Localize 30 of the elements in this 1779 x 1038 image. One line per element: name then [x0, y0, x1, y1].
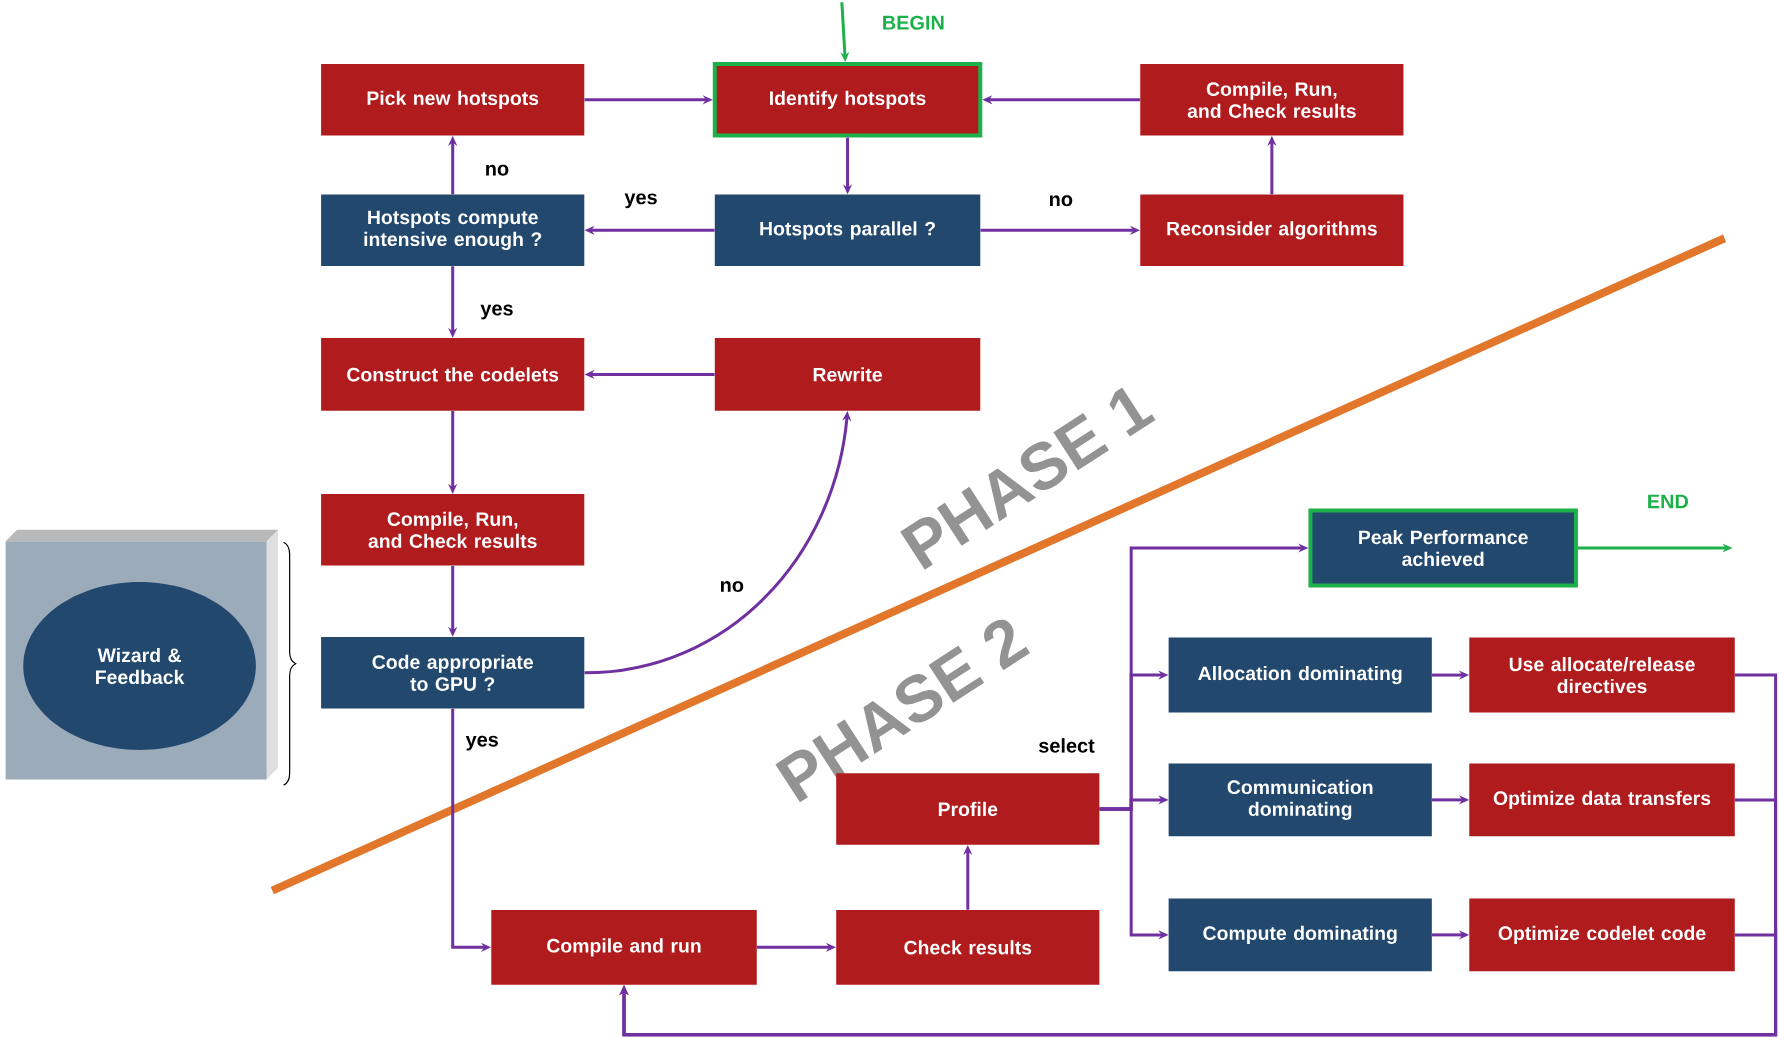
process-box: Check results	[836, 909, 1100, 985]
arrow	[619, 933, 1778, 1037]
process-box: Compile and run	[491, 909, 757, 985]
branch-label: select	[1038, 738, 1095, 753]
decision-box: Hotspots parallel ?	[714, 194, 981, 266]
process-box: Optimize data transfers	[1469, 763, 1735, 837]
process-box: Reconsider algorithms	[1140, 194, 1404, 266]
decision-box: Peak Performance achieved	[1308, 508, 1578, 588]
decision-box: Code appropriate to GPU ?	[321, 637, 585, 709]
edge-label: yes	[478, 303, 516, 321]
edge-label: no	[483, 163, 511, 178]
process-box: Compile, Run, and Check results	[321, 494, 585, 566]
process-box: Use allocate/release directives	[1469, 637, 1735, 713]
edge-label: BEGIN	[880, 14, 947, 32]
edge-label: yes	[464, 734, 501, 752]
process-box: Construct the codelets	[321, 338, 585, 411]
process-box: Identify hotspots	[712, 62, 983, 138]
process-box: Pick new hotspots	[321, 64, 585, 136]
decision-box: Communication dominating	[1168, 763, 1432, 837]
edge-label: END	[1645, 493, 1691, 510]
decision-box: Allocation dominating	[1168, 637, 1432, 713]
decision-box: Compute dominating	[1168, 898, 1432, 972]
edge-label: no	[718, 579, 746, 594]
edge-label: yes	[622, 191, 660, 210]
process-box: Rewrite	[714, 338, 981, 411]
decision-box: Hotspots compute intensive enough ?	[321, 194, 585, 266]
process-box: Profile	[836, 773, 1100, 845]
process-box: Optimize codelet code	[1469, 898, 1735, 972]
edge-label: no	[1047, 193, 1075, 208]
process-box: Compile, Run, and Check results	[1140, 64, 1404, 136]
